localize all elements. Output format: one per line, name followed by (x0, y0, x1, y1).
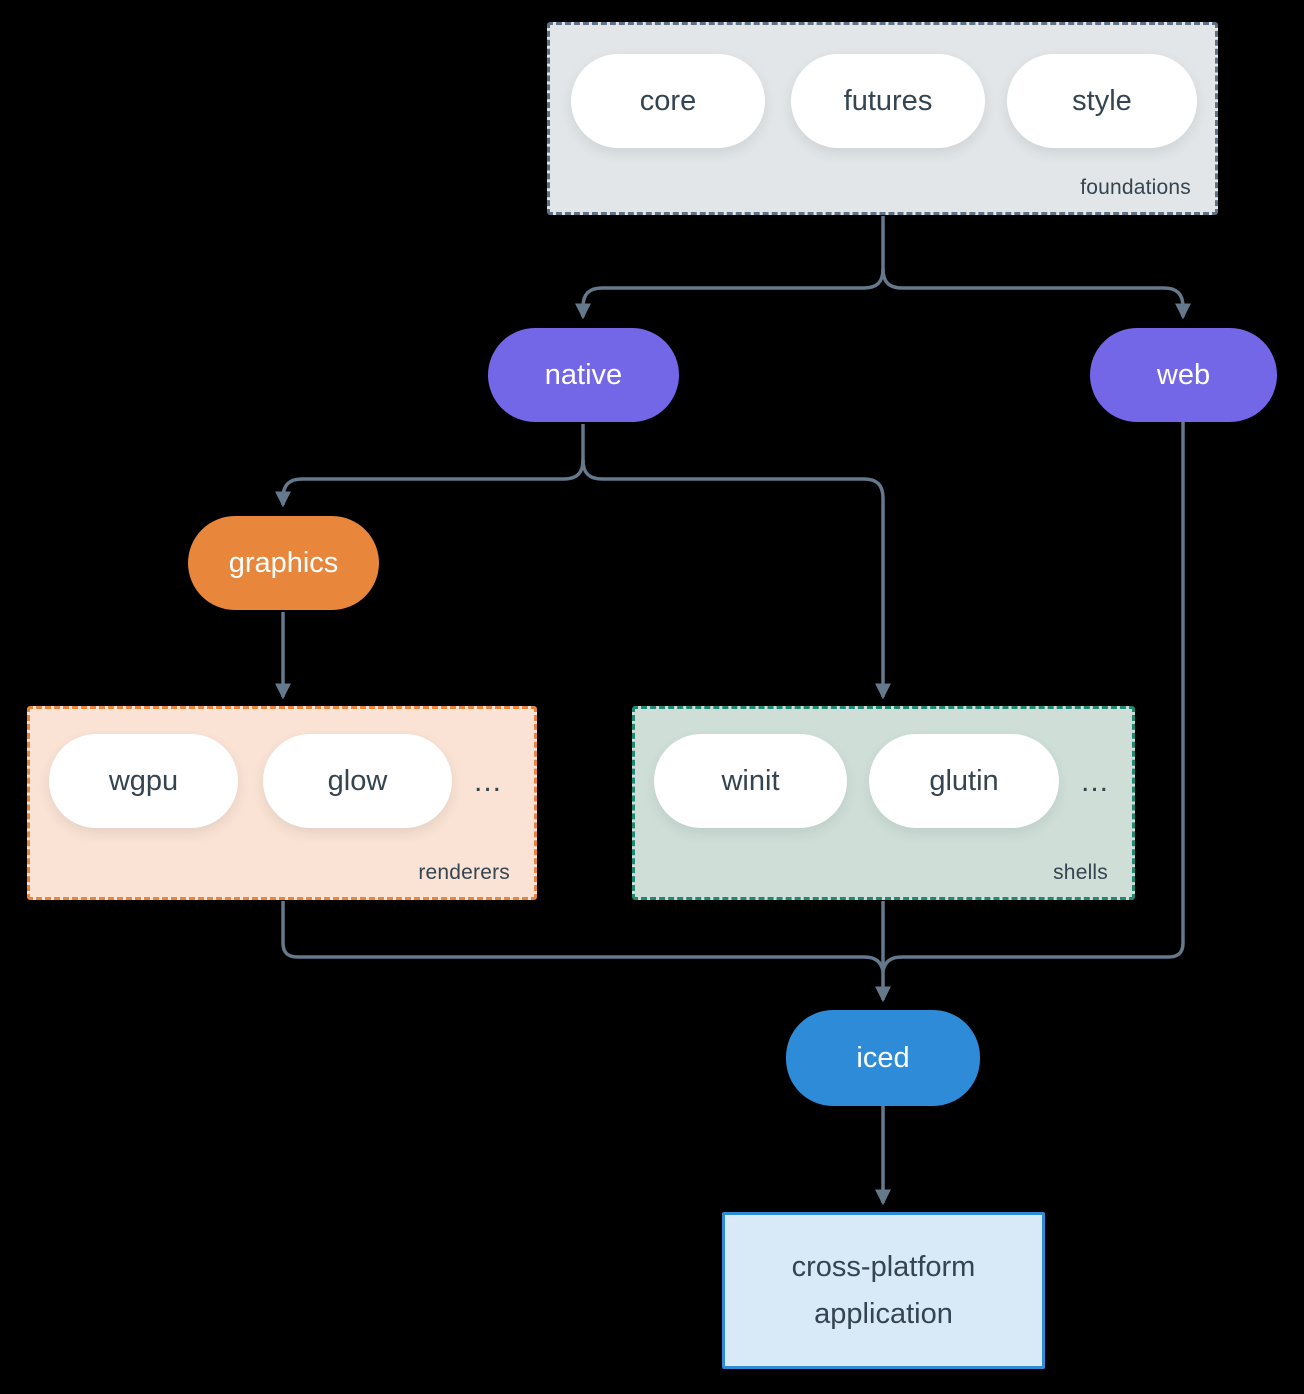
node-glutin-label: glutin (929, 764, 999, 797)
node-glow: glow (263, 734, 452, 828)
foundations-group-label: foundations (1080, 176, 1191, 199)
node-native: native (488, 328, 679, 422)
application-label-line2: application (814, 1297, 953, 1330)
application-label-line1: cross-platform (791, 1250, 976, 1283)
node-core: core (571, 54, 765, 148)
node-application: cross-platform application (722, 1212, 1045, 1369)
node-wgpu-label: wgpu (108, 764, 179, 797)
node-style: style (1007, 54, 1197, 148)
node-web: web (1090, 328, 1277, 422)
shells-group-label: shells (1053, 861, 1108, 884)
node-graphics: graphics (188, 516, 379, 610)
node-futures: futures (791, 54, 985, 148)
node-iced-label: iced (856, 1041, 910, 1074)
renderers-group-label: renderers (418, 861, 510, 884)
node-web-label: web (1156, 358, 1211, 391)
node-wgpu: wgpu (49, 734, 238, 828)
node-winit: winit (654, 734, 847, 828)
node-futures-label: futures (843, 84, 933, 117)
node-glutin: glutin (869, 734, 1059, 828)
node-native-label: native (544, 358, 623, 391)
foundations-group: core futures style foundations (547, 22, 1218, 215)
node-winit-label: winit (721, 764, 780, 797)
node-iced: iced (786, 1010, 980, 1106)
edge-renderers-merge (281, 901, 885, 972)
edge-native-shells (581, 459, 892, 700)
node-style-label: style (1072, 84, 1132, 117)
shells-group: winit glutin ... shells (632, 706, 1135, 900)
renderers-group: wgpu glow ... renderers (27, 706, 537, 900)
renderers-ellipsis: ... (474, 765, 503, 798)
edge-foundations-native (574, 268, 885, 320)
shells-ellipsis: ... (1081, 765, 1110, 798)
edge-foundations-web (881, 268, 1192, 320)
node-graphics-label: graphics (228, 546, 339, 579)
edge-native-graphics (274, 459, 585, 508)
node-glow-label: glow (327, 764, 388, 797)
node-core-label: core (639, 84, 697, 117)
